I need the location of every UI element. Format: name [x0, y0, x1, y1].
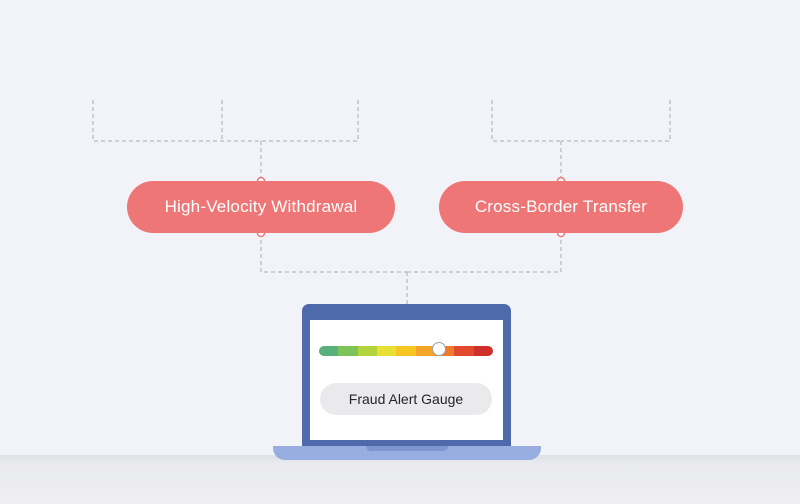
connector-left-input-1: [93, 100, 261, 141]
node-cross-border-transfer: Cross-Border Transfer: [439, 181, 683, 233]
connector-right-input-2: [561, 100, 670, 141]
gauge-indicator-knob: [432, 342, 446, 356]
connector-left-input-3: [261, 100, 358, 141]
connector-right-input-1: [492, 100, 561, 141]
gauge-segment: [454, 346, 473, 356]
gauge-segment: [358, 346, 377, 356]
gauge-segment: [474, 346, 493, 356]
gauge-segment: [396, 346, 415, 356]
gauge-segment: [338, 346, 357, 356]
node-high-velocity-withdrawal: High-Velocity Withdrawal: [127, 181, 395, 233]
laptop-base-notch: [366, 446, 448, 451]
node-label-right: Cross-Border Transfer: [475, 197, 647, 217]
laptop-base: [273, 446, 541, 460]
connector-right-pill-down: [407, 233, 561, 272]
fraud-gauge-bar: [319, 346, 493, 356]
gauge-label: Fraud Alert Gauge: [320, 383, 492, 415]
gauge-label-text: Fraud Alert Gauge: [349, 391, 463, 407]
node-label-left: High-Velocity Withdrawal: [165, 197, 358, 217]
laptop-icon: Fraud Alert Gauge: [302, 304, 511, 446]
connector-left-pill-down: [261, 233, 407, 272]
laptop-screen: Fraud Alert Gauge: [310, 320, 503, 440]
gauge-segment: [377, 346, 396, 356]
gauge-segment: [319, 346, 338, 356]
